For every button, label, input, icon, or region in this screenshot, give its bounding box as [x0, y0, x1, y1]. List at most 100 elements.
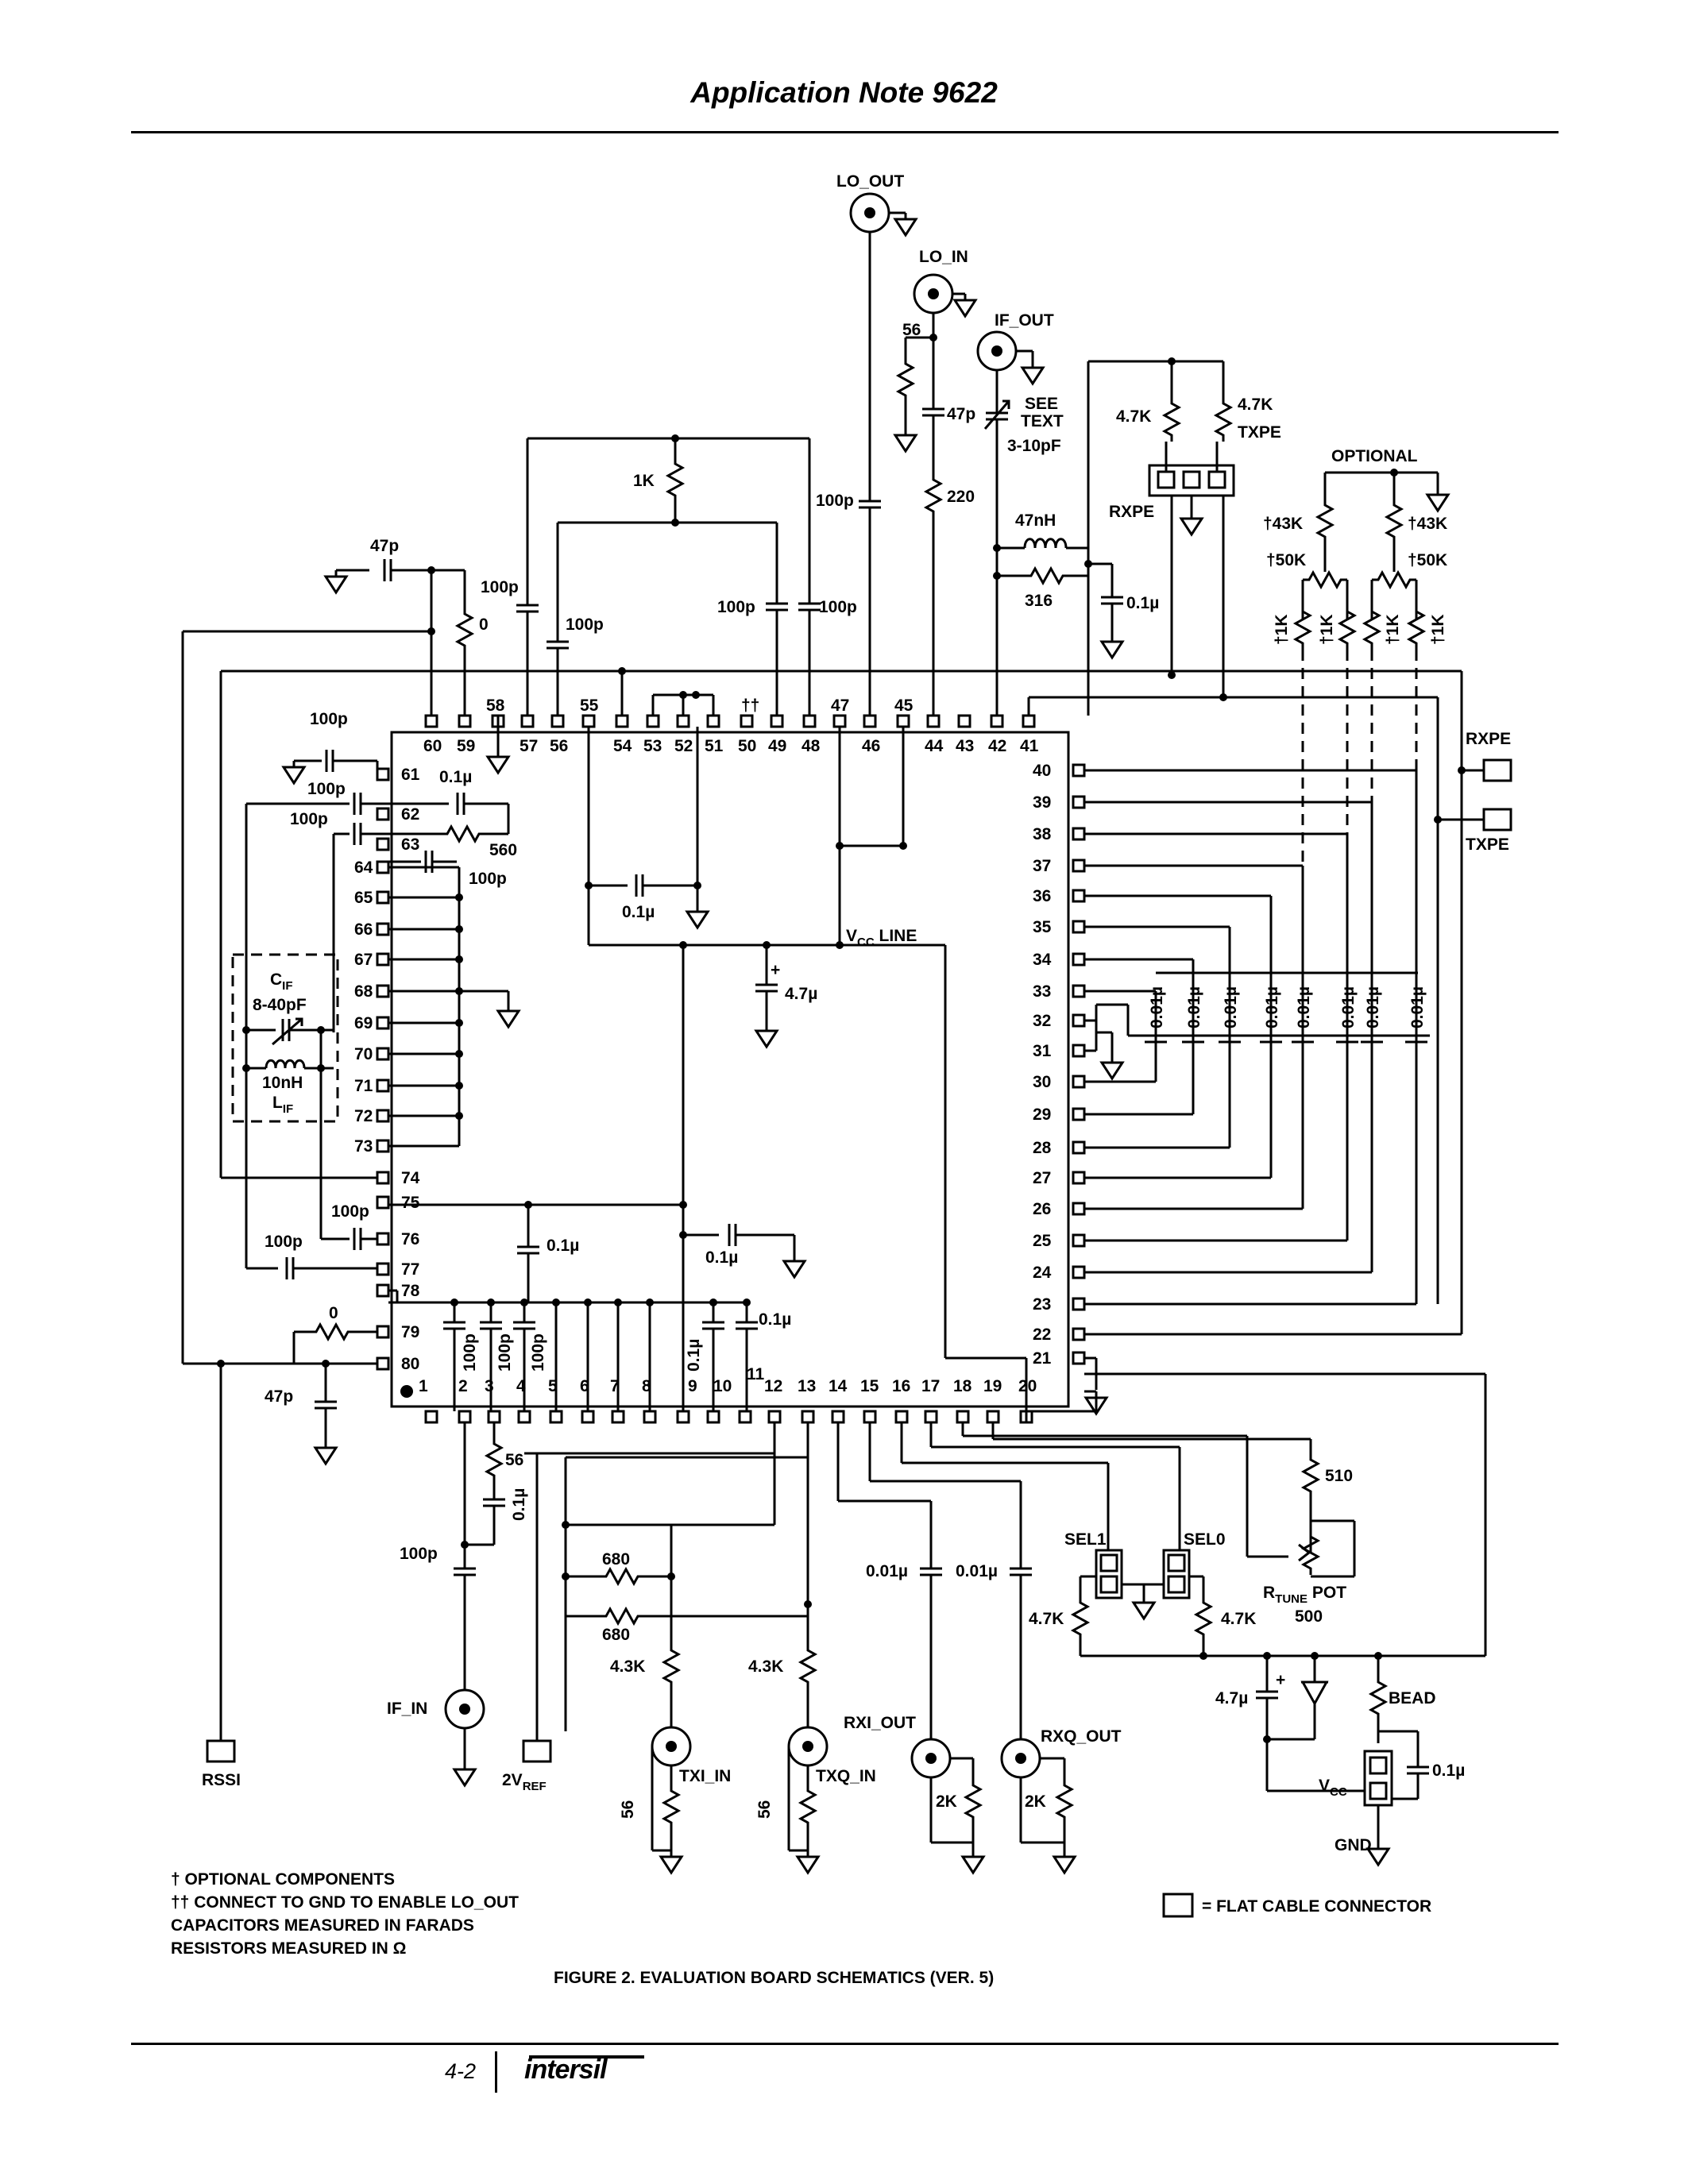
pin-label: 47 [831, 696, 849, 715]
pin-label: 16 [892, 1377, 910, 1395]
pin-label: 67 [354, 951, 373, 969]
c01u-75-label: 0.1µ [547, 1237, 579, 1255]
pin-label: 14 [829, 1377, 848, 1395]
lif-value-label: 10nH [262, 1074, 303, 1092]
pin-label: 6 [580, 1377, 589, 1395]
vref-label: 2VREF [502, 1771, 547, 1793]
pin-label: 56 [550, 737, 568, 755]
r1k-label: 1K [633, 472, 655, 490]
c4-7u-pwr-label: 4.7µ [1215, 1689, 1248, 1707]
r4-3k-b-label: 4.3K [748, 1657, 783, 1676]
r1k-opt-label: †1K [1429, 614, 1447, 645]
r1k-opt-label: †1K [1318, 614, 1336, 645]
c100p-61-label: 100p [310, 710, 348, 728]
pin-label: 26 [1033, 1200, 1051, 1218]
pin-label: 13 [798, 1377, 816, 1395]
c47p-top-label: 47p [370, 537, 399, 555]
pin-label: 54 [613, 737, 632, 755]
r56-3-label: 56 [505, 1451, 523, 1469]
c01u-11-label: 0.1µ [759, 1310, 791, 1329]
see-text-label: SEE [1025, 395, 1058, 413]
pin-label: 12 [764, 1377, 782, 1395]
r43k-a-label: †43K [1263, 515, 1303, 533]
c001u-bank-label: 0.01µ [1339, 986, 1358, 1028]
pin-label: 55 [580, 696, 599, 715]
pin-label: 17 [921, 1377, 940, 1395]
if-in-label: IF_IN [387, 1700, 427, 1718]
pin-label: 48 [802, 737, 821, 755]
c001u-bank-label: 0.01µ [1222, 986, 1240, 1028]
pin-label: 10 [713, 1377, 732, 1395]
pin-label: 38 [1033, 825, 1052, 843]
r56-lo-label: 56 [902, 321, 921, 339]
r4-7k-b-label: 4.7K [1238, 396, 1273, 414]
c001u-rxq-label: 0.01µ [956, 1562, 998, 1580]
c100p-49-label: 100p [717, 598, 755, 616]
pin-label: 66 [354, 920, 373, 939]
pin-label: 60 [423, 737, 442, 755]
page-header-title: Application Note 9622 [690, 76, 998, 109]
figure-notes: † OPTIONAL COMPONENTS †† CONNECT TO GND … [171, 1870, 1431, 1987]
c100p-56-label: 100p [566, 615, 604, 634]
r1k-opt-label: †1K [1384, 614, 1402, 645]
pin-label: 9 [688, 1377, 697, 1395]
rxpe-connector-label: RXPE [1466, 730, 1511, 748]
figure-caption: FIGURE 2. EVALUATION BOARD SCHEMATICS (V… [554, 1969, 994, 1987]
page-number: 4-2 [445, 2059, 477, 2083]
r4-3k-a-label: 4.3K [610, 1657, 645, 1676]
pin-label: 50 [738, 737, 756, 755]
pin-label: 68 [354, 982, 373, 1001]
pin-label: 69 [354, 1014, 373, 1032]
rssi-label: RSSI [202, 1771, 241, 1789]
pin-label: 24 [1033, 1264, 1052, 1282]
pin-label: 71 [354, 1077, 373, 1095]
pin-label: 46 [862, 737, 880, 755]
lo-in-label: LO_IN [919, 248, 968, 266]
r560-label: 560 [489, 841, 517, 859]
r56-txq-label: 56 [755, 1800, 774, 1819]
pin-label: 75 [401, 1194, 420, 1212]
legend-text: = FLAT CABLE CONNECTOR [1202, 1897, 1431, 1916]
c01u-61-label: 0.1µ [439, 768, 472, 786]
pin-label: 28 [1033, 1139, 1052, 1157]
pin-label: 20 [1018, 1377, 1037, 1395]
c001u-bank-label: 0.01µ [1263, 986, 1281, 1028]
r1k-opt-label: †1K [1273, 614, 1291, 645]
c100p-77-label: 100p [265, 1233, 303, 1251]
pin-label: 62 [401, 805, 419, 824]
c47p-80-label: 47p [265, 1387, 293, 1406]
pin-label: 1 [419, 1377, 428, 1395]
r56-txi-label: 56 [619, 1800, 637, 1819]
c100p-76-label: 100p [331, 1202, 369, 1221]
pin-label: 40 [1033, 762, 1051, 780]
pin-label: 58 [486, 696, 505, 715]
pin-label: 45 [894, 696, 914, 715]
rxq-out-label: RXQ_OUT [1041, 1727, 1122, 1746]
c01u-mid-label: 0.1µ [622, 903, 655, 921]
component-labels: LO_OUT LO_IN IF_OUT 56 47p 220 SEE TEXT … [202, 172, 1511, 1854]
r2k-a-label: 2K [936, 1792, 957, 1811]
r2k-b-label: 2K [1025, 1792, 1046, 1811]
cif-label: CIF [270, 970, 293, 993]
pin-label: 3 [485, 1377, 494, 1395]
c001u-bank-label: 0.01µ [1408, 986, 1427, 1028]
txi-in-label: TXI_IN [679, 1767, 731, 1785]
lo-out-label: LO_OUT [836, 172, 904, 191]
txq-in-label: TXQ_IN [816, 1767, 876, 1785]
pin-label: 30 [1033, 1073, 1051, 1091]
left-circuitry [231, 748, 520, 1465]
bottom-circuitry [206, 1372, 1487, 1874]
vcc-label: VCC [1319, 1777, 1347, 1799]
lif-label: LIF [272, 1094, 293, 1116]
gnd-label: GND [1335, 1836, 1372, 1854]
r220-label: 220 [947, 488, 975, 506]
pin-label: 33 [1033, 982, 1051, 1001]
optional-label: OPTIONAL [1331, 447, 1418, 465]
pin-label: 39 [1033, 793, 1051, 812]
c100p-b3-label: 100p [529, 1333, 547, 1372]
pin1-marker [400, 1385, 413, 1398]
pin-label: 63 [401, 835, 419, 854]
pin-label: 65 [354, 889, 373, 907]
txpe-connector-label: TXPE [1466, 835, 1509, 854]
c100p-b2-label: 100p [496, 1333, 514, 1372]
